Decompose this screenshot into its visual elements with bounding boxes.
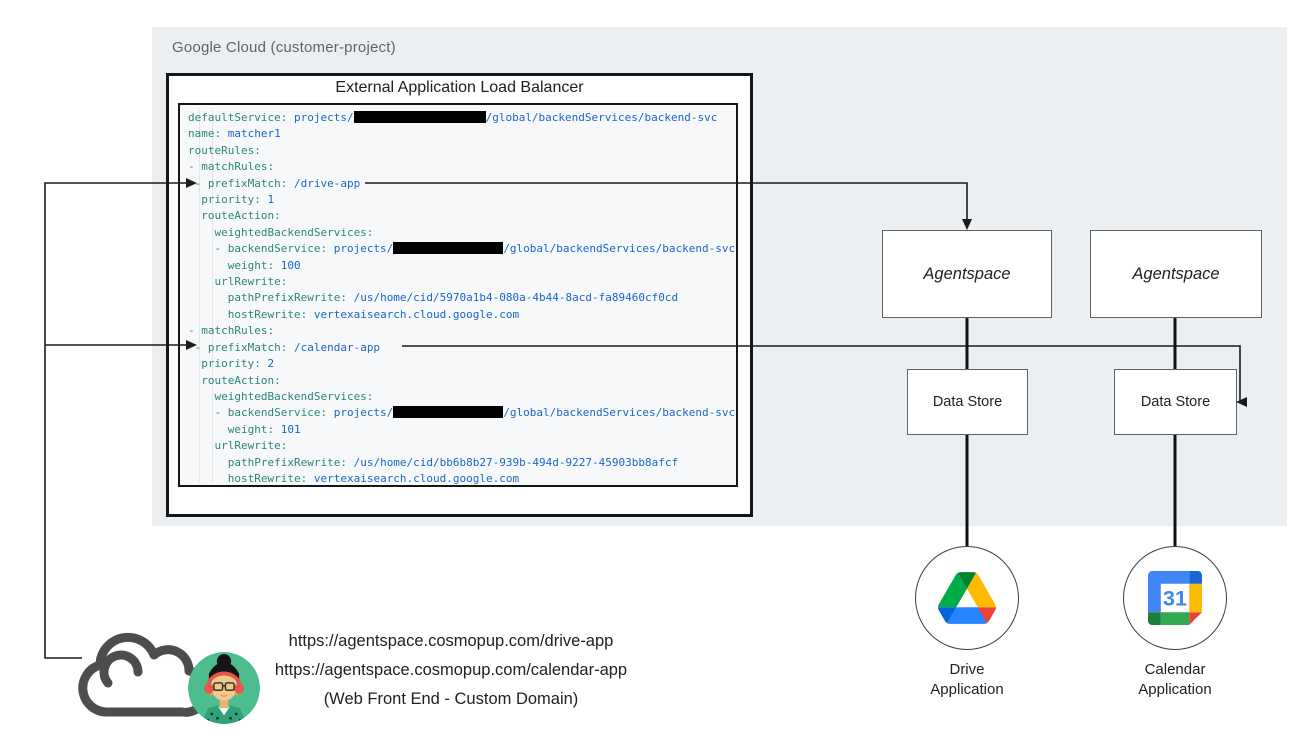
code-line: hostRewrite: vertexaisearch.cloud.google… bbox=[188, 471, 736, 485]
yaml-key: name: bbox=[188, 127, 222, 141]
code-line: weightedBackendServices: bbox=[188, 389, 736, 405]
datastore-left-label: Data Store bbox=[932, 394, 1003, 410]
code-line: routeRules: bbox=[188, 143, 736, 159]
yaml-key: priority: bbox=[188, 357, 261, 371]
yaml-value: /drive-app bbox=[287, 176, 361, 190]
drive-app-circle bbox=[915, 546, 1019, 650]
yaml-value: /us/home/cid/5970a1b4-080a-4b44-8acd-fa8… bbox=[346, 291, 679, 305]
code-line: weight: 101 bbox=[188, 422, 736, 438]
code-line: - backendService: projects/ /global/backe… bbox=[188, 241, 736, 257]
yaml-key: pathPrefixRewrite: bbox=[188, 291, 347, 305]
redaction-bar bbox=[353, 111, 486, 123]
lb-yaml-code: defaultService: projects/ /global/backend… bbox=[178, 103, 738, 487]
datastore-box-right: Data Store bbox=[1114, 369, 1237, 435]
redaction-bar bbox=[393, 406, 504, 419]
yaml-key: urlRewrite: bbox=[188, 275, 288, 289]
google-cloud-panel-label: Google Cloud (customer-project) bbox=[172, 39, 396, 56]
yaml-value: 1 bbox=[260, 193, 275, 207]
calendar-app-label: Calendar Application bbox=[1138, 661, 1212, 698]
user-avatar bbox=[188, 652, 260, 724]
code-line: weight: 100 bbox=[188, 258, 736, 274]
yaml-key: weight: bbox=[188, 422, 275, 436]
code-line: name: matcher1 bbox=[188, 126, 736, 142]
yaml-key: hostRewrite: bbox=[188, 471, 308, 485]
code-line: pathPrefixRewrite: /us/home/cid/bb6b8b27… bbox=[188, 455, 736, 471]
yaml-key: - matchRules: bbox=[188, 160, 275, 174]
frontend-url-calendar: https://agentspace.cosmopup.com/calendar… bbox=[274, 661, 628, 679]
yaml-value: /global/backendServices/backend-svc bbox=[485, 111, 718, 124]
code-line: priority: 1 bbox=[188, 192, 736, 208]
agentspace-box-left: Agentspace bbox=[882, 230, 1052, 318]
drive-app-label: Drive Application bbox=[930, 661, 1004, 698]
yaml-key: - prefixMatch: bbox=[188, 176, 288, 190]
yaml-key: priority: bbox=[188, 193, 261, 207]
code-line: weightedBackendServices: bbox=[188, 225, 736, 241]
yaml-value: 100 bbox=[274, 258, 301, 272]
code-line: - matchRules: bbox=[188, 159, 736, 175]
calendar-day-number: 31 bbox=[1163, 586, 1187, 611]
google-calendar-icon: 31 bbox=[1148, 571, 1202, 625]
yaml-value: projects/ bbox=[327, 242, 394, 256]
code-line: urlRewrite: bbox=[188, 274, 736, 290]
yaml-key: - backendService: bbox=[188, 406, 328, 420]
yaml-value: /global/backendServices/backend-svc bbox=[503, 406, 736, 420]
yaml-key: - matchRules: bbox=[188, 324, 275, 338]
google-drive-icon bbox=[938, 572, 996, 624]
code-line: - matchRules: bbox=[188, 323, 736, 339]
yaml-value: vertexaisearch.cloud.google.com bbox=[307, 471, 520, 485]
yaml-key: weight: bbox=[188, 258, 275, 272]
code-line: hostRewrite: vertexaisearch.cloud.google… bbox=[188, 307, 736, 323]
yaml-value: vertexaisearch.cloud.google.com bbox=[307, 307, 520, 321]
indent-guide bbox=[212, 110, 213, 482]
agentspace-left-label: Agentspace bbox=[923, 264, 1011, 283]
datastore-right-label: Data Store bbox=[1140, 394, 1211, 410]
yaml-key: urlRewrite: bbox=[188, 439, 288, 453]
calendar-app-circle: 31 bbox=[1123, 546, 1227, 650]
yaml-value: /global/backendServices/backend-svc bbox=[503, 242, 736, 256]
yaml-key: - prefixMatch: bbox=[188, 340, 288, 354]
code-line: - prefixMatch: /drive-app bbox=[188, 176, 736, 192]
yaml-value: 101 bbox=[274, 422, 301, 436]
redaction-bar bbox=[393, 242, 504, 255]
frontend-url-block: https://agentspace.cosmopup.com/drive-ap… bbox=[255, 627, 647, 714]
yaml-value: /calendar-app bbox=[287, 340, 381, 354]
yaml-value: matcher1 bbox=[221, 127, 281, 141]
code-line: pathPrefixRewrite: /us/home/cid/5970a1b4… bbox=[188, 290, 736, 306]
yaml-key: routeRules: bbox=[188, 143, 261, 157]
yaml-key: hostRewrite: bbox=[188, 307, 308, 321]
load-balancer-title: External Application Load Balancer bbox=[335, 79, 584, 96]
yaml-key: weightedBackendServices: bbox=[188, 225, 374, 239]
code-line: defaultService: projects/ /global/backend… bbox=[188, 110, 736, 126]
frontend-caption: (Web Front End - Custom Domain) bbox=[323, 690, 579, 708]
yaml-value: 2 bbox=[260, 357, 275, 371]
code-line: - backendService: projects/ /global/backe… bbox=[188, 405, 736, 421]
yaml-value: /us/home/cid/bb6b8b27-939b-494d-9227-459… bbox=[346, 455, 679, 469]
yaml-value: projects/ bbox=[287, 111, 354, 124]
code-line: - prefixMatch: /calendar-app bbox=[188, 340, 736, 356]
yaml-key: routeAction: bbox=[188, 209, 281, 223]
yaml-key: weightedBackendServices: bbox=[188, 389, 374, 403]
frontend-url-drive: https://agentspace.cosmopup.com/drive-ap… bbox=[288, 632, 614, 650]
yaml-key: - backendService: bbox=[188, 242, 328, 256]
code-line: priority: 2 bbox=[188, 356, 736, 372]
agentspace-box-right: Agentspace bbox=[1090, 230, 1262, 318]
code-line: urlRewrite: bbox=[188, 438, 736, 454]
yaml-key: pathPrefixRewrite: bbox=[188, 455, 347, 469]
yaml-key: defaultService: bbox=[188, 111, 288, 124]
yaml-value: projects/ bbox=[327, 406, 394, 420]
code-line: routeAction: bbox=[188, 373, 736, 389]
indent-guide bbox=[199, 110, 200, 482]
code-line: routeAction: bbox=[188, 208, 736, 224]
yaml-key: routeAction: bbox=[188, 373, 281, 387]
agentspace-right-label: Agentspace bbox=[1132, 264, 1220, 283]
datastore-box-left: Data Store bbox=[907, 369, 1028, 435]
